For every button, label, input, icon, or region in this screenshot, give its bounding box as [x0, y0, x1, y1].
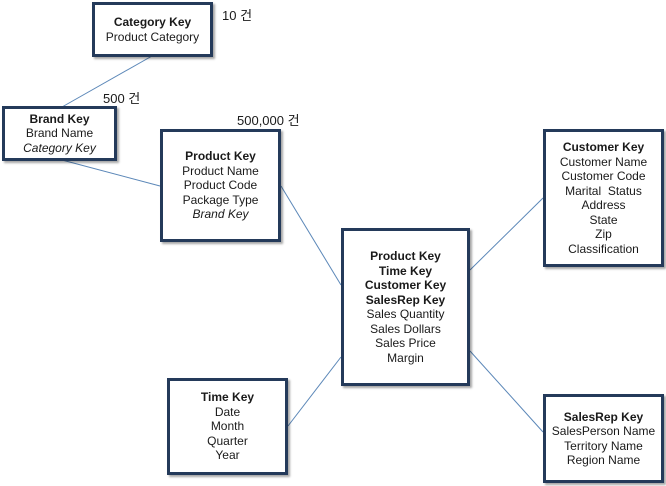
product-attr: Package Type	[182, 192, 259, 207]
sales-attr: Sales Quantity	[366, 307, 445, 321]
category-count: 10 건	[222, 8, 253, 23]
salesrep-key: SalesRep Key	[563, 409, 644, 424]
customer-attr: State	[589, 212, 618, 227]
customer-entity: Customer Key Customer Name Customer Code…	[543, 129, 664, 267]
brand-entity: Brand Key Brand Name Category Key	[2, 106, 117, 161]
brand-key: Brand Key	[29, 111, 90, 126]
product-count: 500,000 건	[237, 113, 300, 128]
salesrep-attr: SalesPerson Name	[551, 424, 656, 438]
time-entity: Time Key Date Month Quarter Year	[167, 378, 288, 475]
category-attr: Product Category	[105, 29, 200, 44]
customer-attr: Address	[581, 198, 626, 212]
brand-attr: Brand Name	[25, 126, 94, 141]
product-key: Product Key	[185, 149, 256, 164]
time-attr: Year	[215, 448, 240, 463]
brand-foreign-key: Category Key	[23, 140, 96, 155]
time-attr: Month	[210, 419, 245, 434]
salesrep-attr: Region Name	[566, 453, 641, 467]
link-category-brand	[61, 55, 153, 108]
salesrep-attr: Territory Name	[564, 438, 643, 453]
sales-attr: Margin	[387, 350, 424, 365]
customer-attr: Zip	[595, 227, 612, 241]
link-salesrep-sales	[469, 350, 544, 433]
brand-count: 500 건	[103, 91, 141, 106]
sales-key: SalesRep Key	[365, 292, 446, 307]
sales-key: Product Key	[370, 249, 441, 263]
sales-attr: Sales Dollars	[370, 321, 441, 336]
sales-key: Customer Key	[364, 278, 447, 292]
link-brand-product	[61, 159, 161, 187]
link-product-sales	[280, 185, 342, 286]
link-time-sales	[287, 356, 342, 427]
time-attr: Quarter	[207, 433, 248, 448]
customer-attr: Customer Name	[559, 154, 648, 169]
sales-attr: Sales Price	[375, 336, 436, 350]
time-key: Time Key	[200, 390, 255, 405]
category-key: Category Key	[113, 15, 192, 29]
customer-attr: Classification	[568, 241, 639, 256]
sales-fact-entity: Product Key Time Key Customer Key SalesR…	[341, 228, 470, 386]
product-attr: Product Code	[183, 178, 258, 193]
sales-key: Time Key	[378, 263, 433, 278]
time-attr: Date	[214, 404, 241, 419]
customer-attr: Customer Code	[561, 169, 646, 183]
product-attr: Product Name	[182, 163, 259, 178]
product-entity: Product Key Product Name Product Code Pa…	[160, 129, 281, 242]
customer-key: Customer Key	[562, 140, 645, 154]
salesrep-entity: SalesRep Key SalesPerson Name Territory …	[543, 394, 664, 483]
link-customer-sales	[469, 197, 544, 271]
product-foreign-key: Brand Key	[192, 207, 249, 222]
customer-attr: Marital Status	[565, 183, 642, 198]
category-entity: Category Key Product Category	[92, 2, 213, 57]
